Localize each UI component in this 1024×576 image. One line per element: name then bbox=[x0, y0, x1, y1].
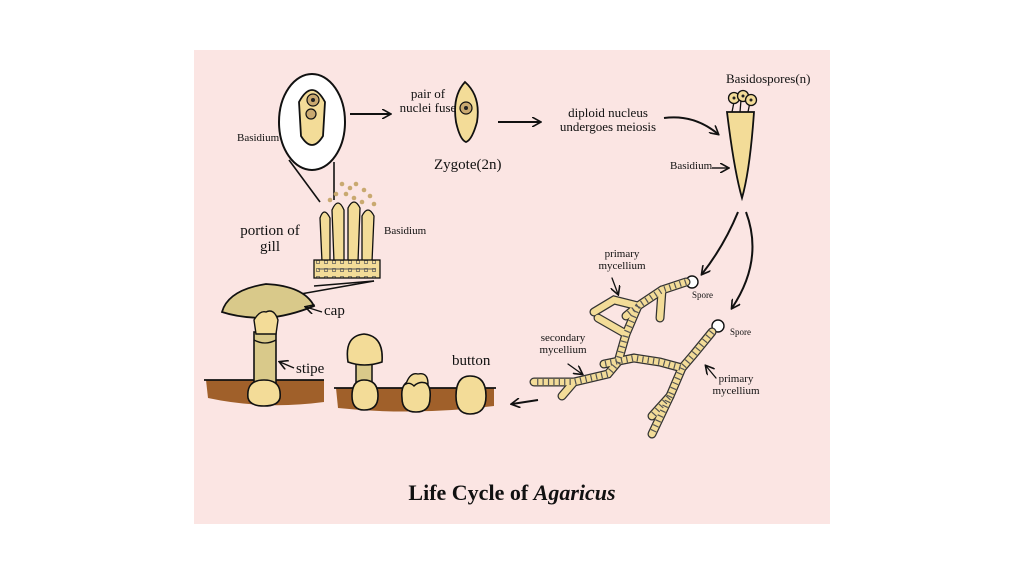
title-prefix: Life Cycle of bbox=[408, 480, 534, 505]
label-spore-1: Spore bbox=[692, 290, 713, 300]
title-genus: Agaricus bbox=[533, 480, 616, 505]
label-primary-mycellium-top: primary mycellium bbox=[598, 248, 646, 272]
arrow-to-spore-1 bbox=[702, 211, 739, 274]
label-stipe: stipe bbox=[296, 361, 325, 377]
label-zygote: Zygote(2n) bbox=[434, 157, 502, 173]
arrow-to-basidium bbox=[663, 116, 718, 134]
small-button-mushroom-icon bbox=[400, 373, 432, 413]
mature-mushroom-icon bbox=[220, 283, 323, 407]
label-basidium-right: Basidium bbox=[670, 160, 713, 172]
zygote-icon bbox=[454, 80, 479, 143]
label-portion-of-gill: portion of gill bbox=[240, 223, 300, 255]
label-secondary-mycellium: secondary mycellium bbox=[539, 332, 587, 356]
label-pair-of-nuclei-fuse: pair of nuclei fuse bbox=[399, 86, 457, 115]
label-button: button bbox=[452, 353, 491, 369]
label-basidium-gill: Basidium bbox=[384, 225, 427, 237]
young-mushroom-icon bbox=[346, 333, 383, 411]
diagram-panel: Basidium pair of nuclei fuse Zygote(2n) … bbox=[194, 50, 830, 524]
button-mushroom-icon bbox=[455, 375, 487, 415]
label-cap: cap bbox=[324, 303, 345, 319]
mycelium-network-icon bbox=[529, 277, 717, 439]
label-basidospores: Basidospores(n) bbox=[726, 71, 811, 86]
label-basidium-top: Basidium bbox=[237, 132, 280, 144]
basidium-zoom-icon bbox=[278, 73, 346, 203]
diagram-title: Life Cycle of Agaricus bbox=[194, 480, 830, 506]
arrow-to-spore-2 bbox=[732, 211, 754, 308]
label-spore-2: Spore bbox=[730, 327, 751, 337]
diagram-artwork bbox=[204, 73, 758, 439]
basidium-with-spores-icon bbox=[712, 89, 758, 202]
label-diploid-nucleus-meiosis: diploid nucleus undergoes meiosis bbox=[559, 105, 657, 134]
arrow-to-buttons bbox=[512, 400, 539, 404]
label-primary-mycellium-bottom: primary mycellium bbox=[712, 373, 760, 397]
